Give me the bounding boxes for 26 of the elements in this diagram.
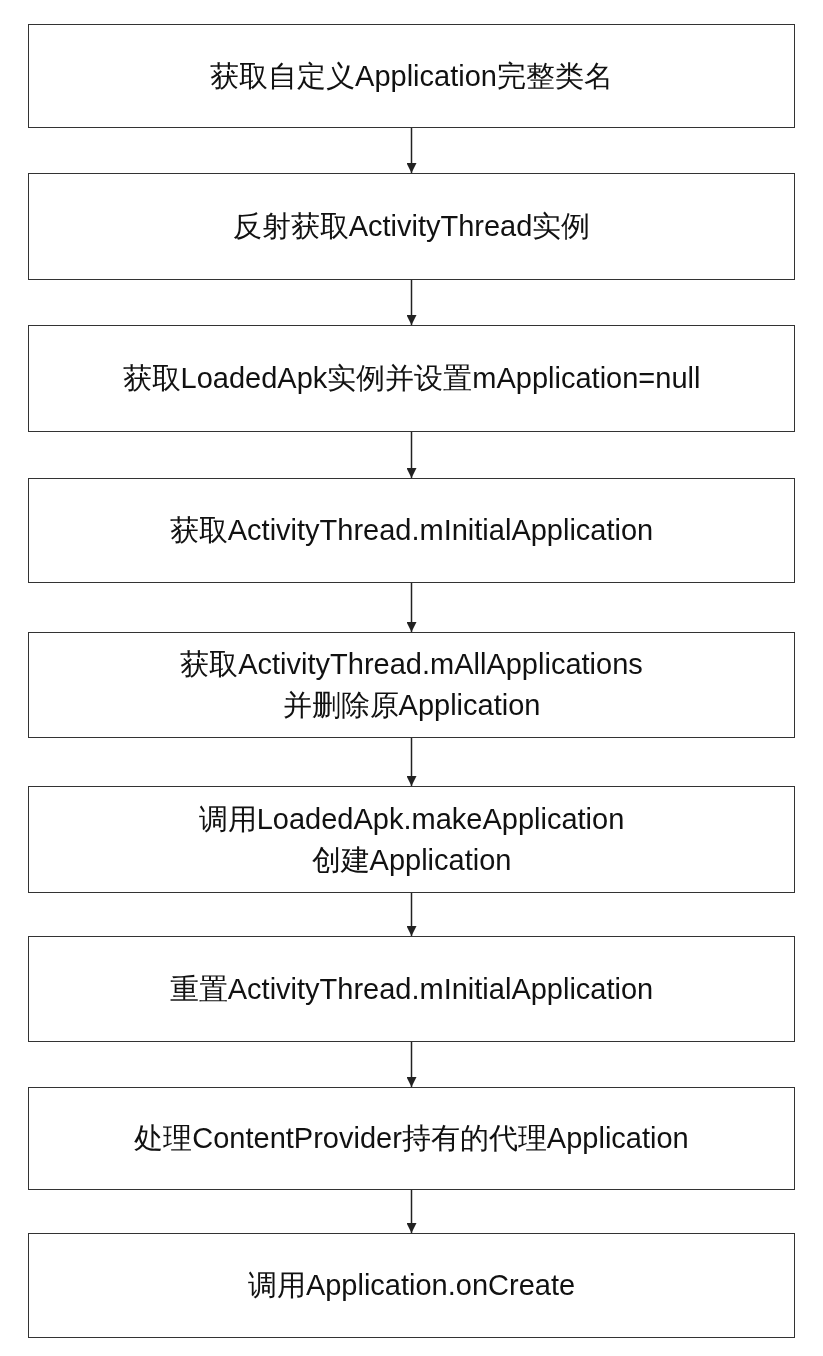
- step-text: 调用LoadedApk.makeApplication 创建Application: [197, 801, 626, 878]
- process-box: [28, 786, 795, 893]
- arrow: [406, 582, 417, 633]
- step-text: 获取ActivityThread.mInitialApplication: [169, 513, 654, 549]
- arrow: [406, 1041, 417, 1088]
- arrow: [406, 1189, 417, 1234]
- step-text: 调用Application.onCreate: [247, 1268, 576, 1304]
- process-box: [28, 936, 795, 1042]
- step-text: 获取LoadedApk实例并设置mApplication=null: [122, 361, 701, 397]
- arrow: [406, 279, 417, 326]
- step-text: 获取ActivityThread.mAllApplications 并删除原Application: [179, 647, 644, 723]
- process-box: [28, 325, 795, 432]
- step-text: 反射获取ActivityThread实例: [232, 209, 591, 245]
- step-text: 重置ActivityThread.mInitialApplication: [169, 971, 654, 1007]
- step-text: 获取自定义Application完整类名: [210, 58, 613, 94]
- arrow: [406, 892, 417, 937]
- step-text: 处理ContentProvider持有的代理Application: [134, 1121, 689, 1157]
- arrow: [406, 431, 417, 479]
- process-box: [28, 1087, 795, 1190]
- arrow: [406, 127, 417, 174]
- process-box: [28, 24, 795, 128]
- process-box: [28, 632, 795, 738]
- arrow: [406, 737, 417, 787]
- process-box: [28, 1233, 795, 1338]
- process-box: [28, 173, 795, 280]
- process-box: [28, 478, 795, 583]
